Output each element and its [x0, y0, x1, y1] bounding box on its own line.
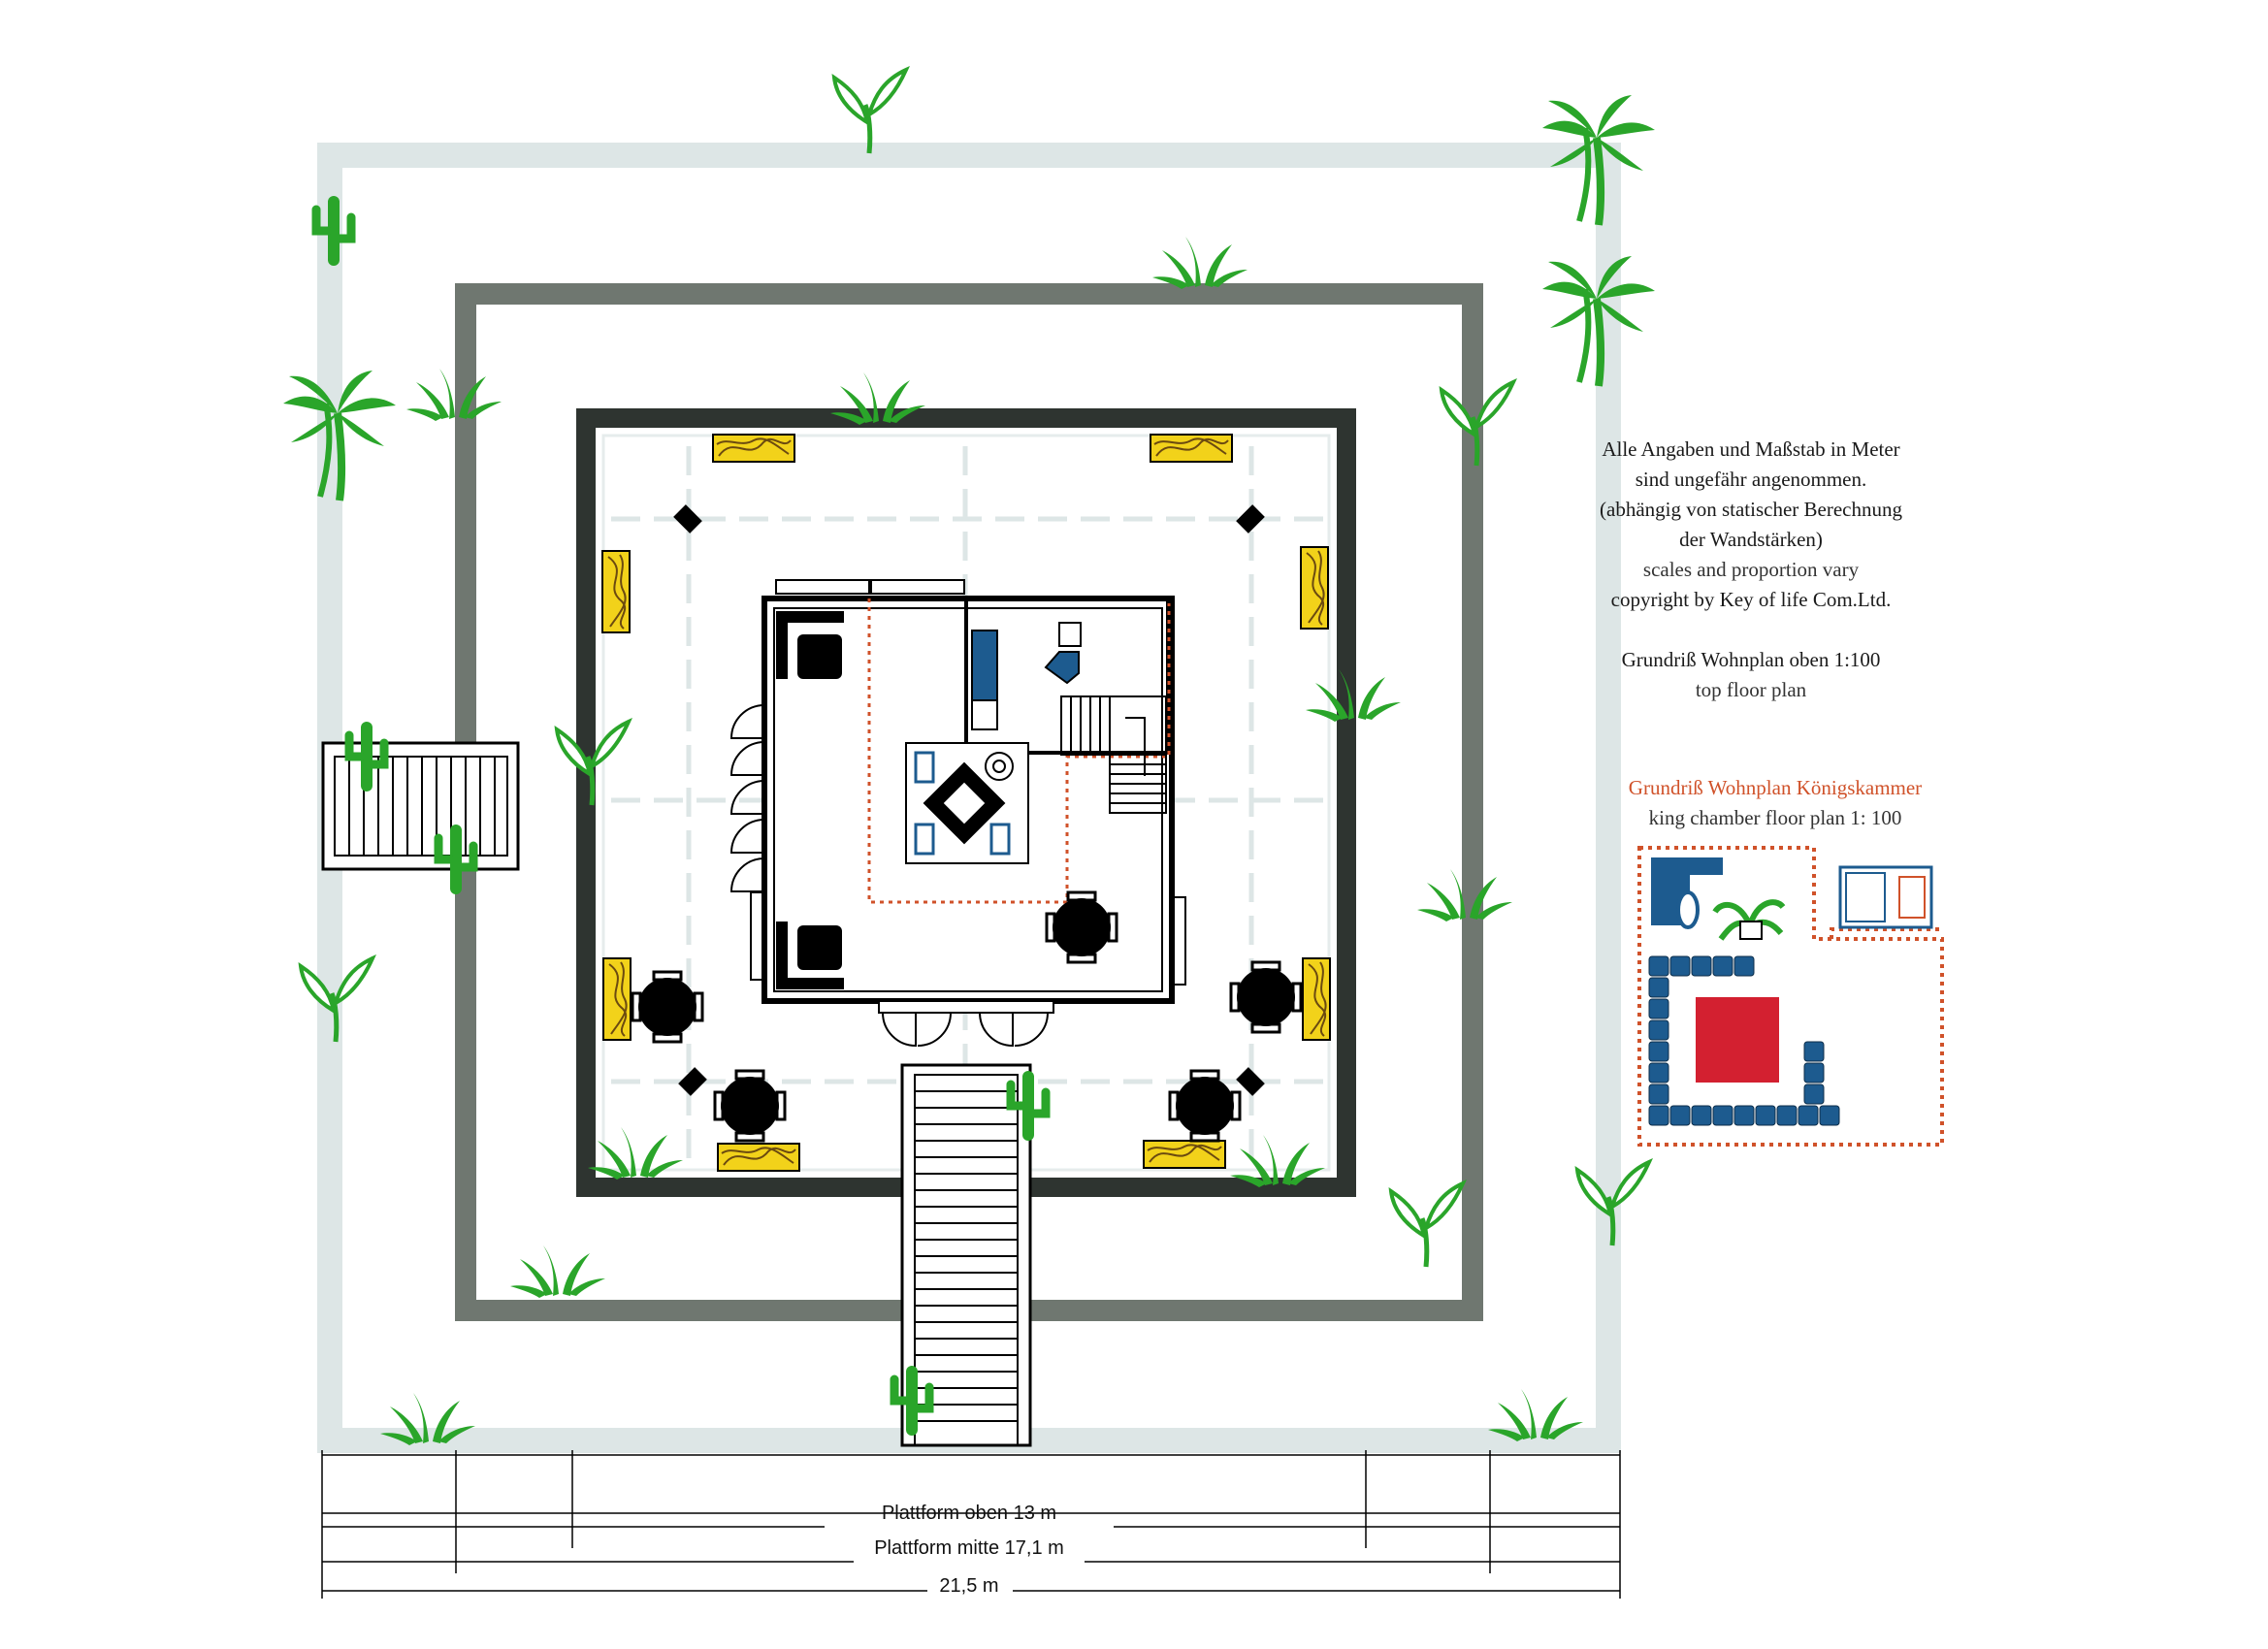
living-room-seating: [905, 742, 1029, 864]
note-line-6: copyright by Key of life Com.Ltd.: [1610, 588, 1892, 611]
kitchen-counter: [971, 622, 1082, 730]
king-chamber-title-en: king chamber floor plan 1: 100: [1648, 806, 1902, 829]
king-chamber-title-de: Grundriß Wohnplan Königskammer: [1628, 776, 1923, 799]
front-stair-treads: [915, 1090, 1018, 1422]
left-stair: [321, 741, 520, 871]
armchair-top: [776, 611, 844, 679]
note-line-1: Alle Angaben und Maßstab in Meter: [1602, 437, 1900, 461]
dimension-total: 21,5 m: [939, 1575, 998, 1597]
note-line-2: sind ungefähr angenommen.: [1635, 468, 1867, 491]
dimension-lines: [321, 1450, 1621, 1599]
armchair-bottom: [776, 922, 844, 989]
king-chamber-titles: Grundriß Wohnplan Königskammer king cham…: [1591, 773, 1960, 833]
house-left-doors: [729, 704, 765, 892]
note-line-3: (abhängig von statischer Berechnung: [1600, 498, 1902, 521]
house-entry-doors: [878, 1000, 1054, 1048]
top-plan-title-en: top floor plan: [1695, 678, 1807, 701]
house-windows-top: [775, 579, 965, 595]
note-line-5: scales and proportion vary: [1642, 558, 1860, 581]
king-chamber-plan: [1637, 846, 1944, 1147]
dimension-top-platform: Plattform oben 13 m: [882, 1503, 1056, 1524]
note-line-4: der Wandstärken): [1679, 528, 1823, 551]
pillar-markers: [673, 504, 1265, 1096]
notes-block: Alle Angaben und Maßstab in Meter sind u…: [1552, 435, 1950, 705]
top-plan-title-de: Grundriß Wohnplan oben 1:100: [1621, 648, 1881, 671]
dimension-middle-platform: Plattform mitte 17,1 m: [874, 1537, 1064, 1559]
house-stair: [1060, 695, 1167, 814]
